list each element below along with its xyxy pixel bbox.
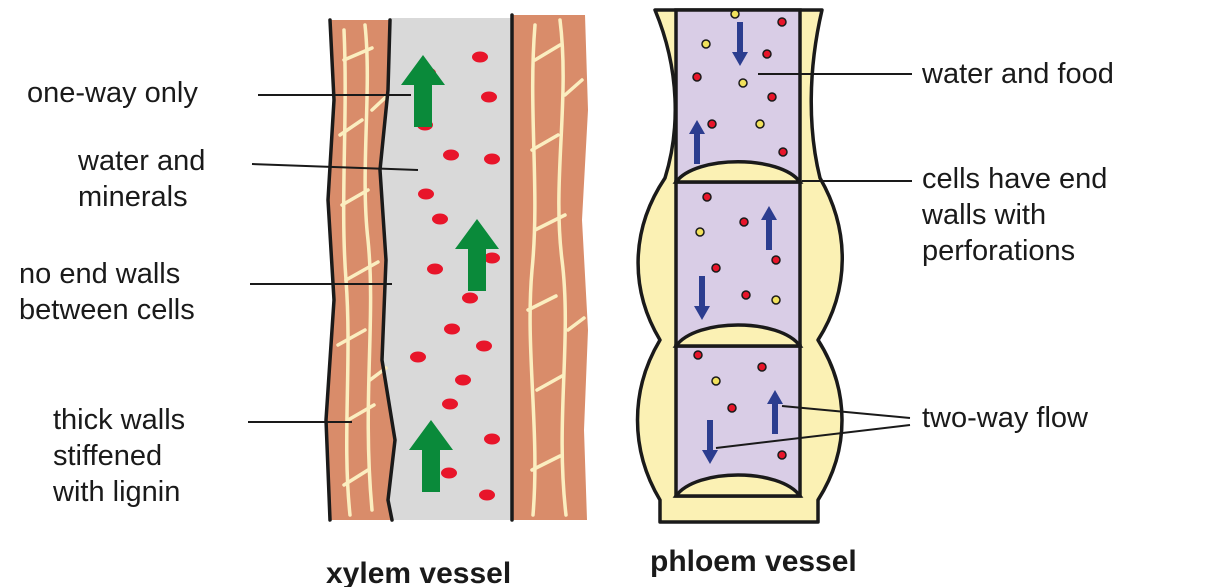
label-no-end-walls-line1: no end walls [19,256,180,292]
label-thick-walls-line3: with lignin [53,474,180,510]
label-water-and-line2: minerals [78,179,188,215]
label-one-way-only: one-way only [27,75,198,111]
label-no-end-walls-line2: between cells [19,292,195,328]
xylem-right-wall [512,15,588,520]
label-end-walls-line2: walls with [922,197,1046,233]
label-water-and-food: water and food [922,56,1114,92]
label-thick-walls-line1: thick walls [53,402,185,438]
label-water-and-line1: water and [78,143,205,179]
label-thick-walls-line2: stiffened [53,438,162,474]
xylem-vessel [326,15,588,520]
label-two-way-flow: two-way flow [922,400,1088,436]
sieve-cell-middle [676,182,800,346]
label-end-walls-line3: perforations [922,233,1075,269]
caption-xylem-vessel: xylem vessel [326,557,511,587]
label-end-walls-line1: cells have end [922,161,1107,197]
phloem-cells [676,10,800,496]
caption-phloem-vessel: phloem vessel [650,545,857,579]
